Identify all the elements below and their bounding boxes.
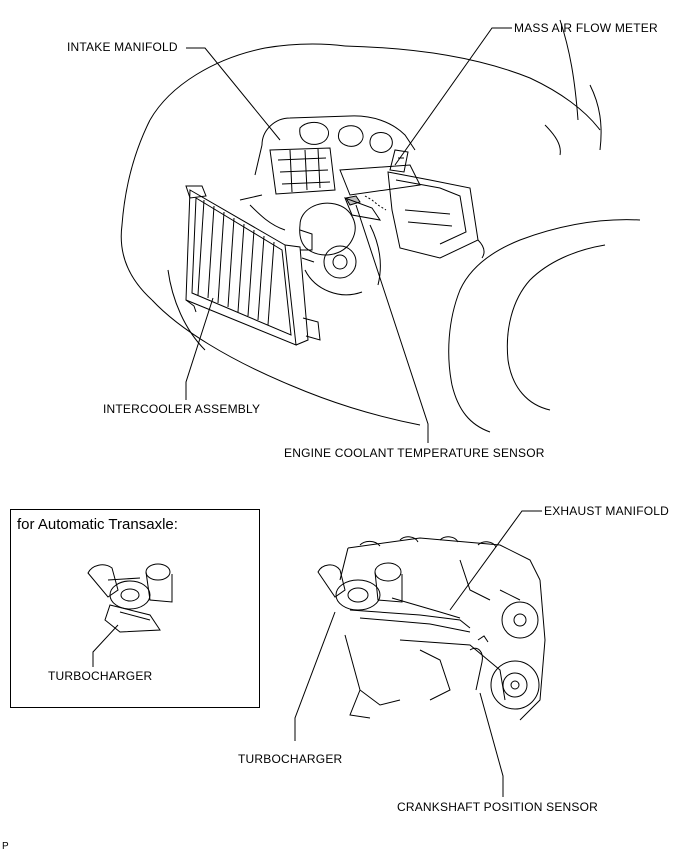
label-intercooler-assembly: INTERCOOLER ASSEMBLY xyxy=(103,402,261,416)
intercooler-illustration xyxy=(185,185,321,346)
automatic-transaxle-inset: for Automatic Transaxle: TURBOCHARGER xyxy=(10,509,260,708)
lower-engine-illustration xyxy=(317,536,546,721)
leader-turbocharger-main xyxy=(294,611,336,741)
inset-title: for Automatic Transaxle: xyxy=(17,516,178,533)
leader-crankshaft-position-sensor xyxy=(479,692,504,797)
inset-turbocharger-illustration xyxy=(87,563,173,633)
leader-intercooler-assembly xyxy=(185,297,214,400)
label-mass-air-flow-meter: MASS AIR FLOW METER xyxy=(514,21,658,35)
leader-inset-turbocharger xyxy=(92,624,119,667)
label-crankshaft-position-sensor: CRANKSHAFT POSITION SENSOR xyxy=(397,800,599,814)
leader-mass-air-flow-meter xyxy=(394,27,512,166)
label-inset-turbocharger: TURBOCHARGER xyxy=(48,669,153,683)
leader-intake-manifold xyxy=(186,47,281,141)
label-intake-manifold: INTAKE MANIFOLD xyxy=(67,40,178,54)
label-engine-coolant-temperature-sensor: ENGINE COOLANT TEMPERATURE SENSOR xyxy=(284,446,545,460)
label-turbocharger-main: TURBOCHARGER xyxy=(238,752,343,766)
corner-mark: P xyxy=(2,841,9,852)
leader-lines xyxy=(92,27,542,797)
leader-exhaust-manifold xyxy=(449,510,542,611)
vehicle-body-outline xyxy=(120,19,641,433)
label-exhaust-manifold: EXHAUST MANIFOLD xyxy=(544,504,669,518)
engine-top-illustration xyxy=(239,115,485,296)
leader-engine-coolant-temp-sensor xyxy=(355,204,429,443)
